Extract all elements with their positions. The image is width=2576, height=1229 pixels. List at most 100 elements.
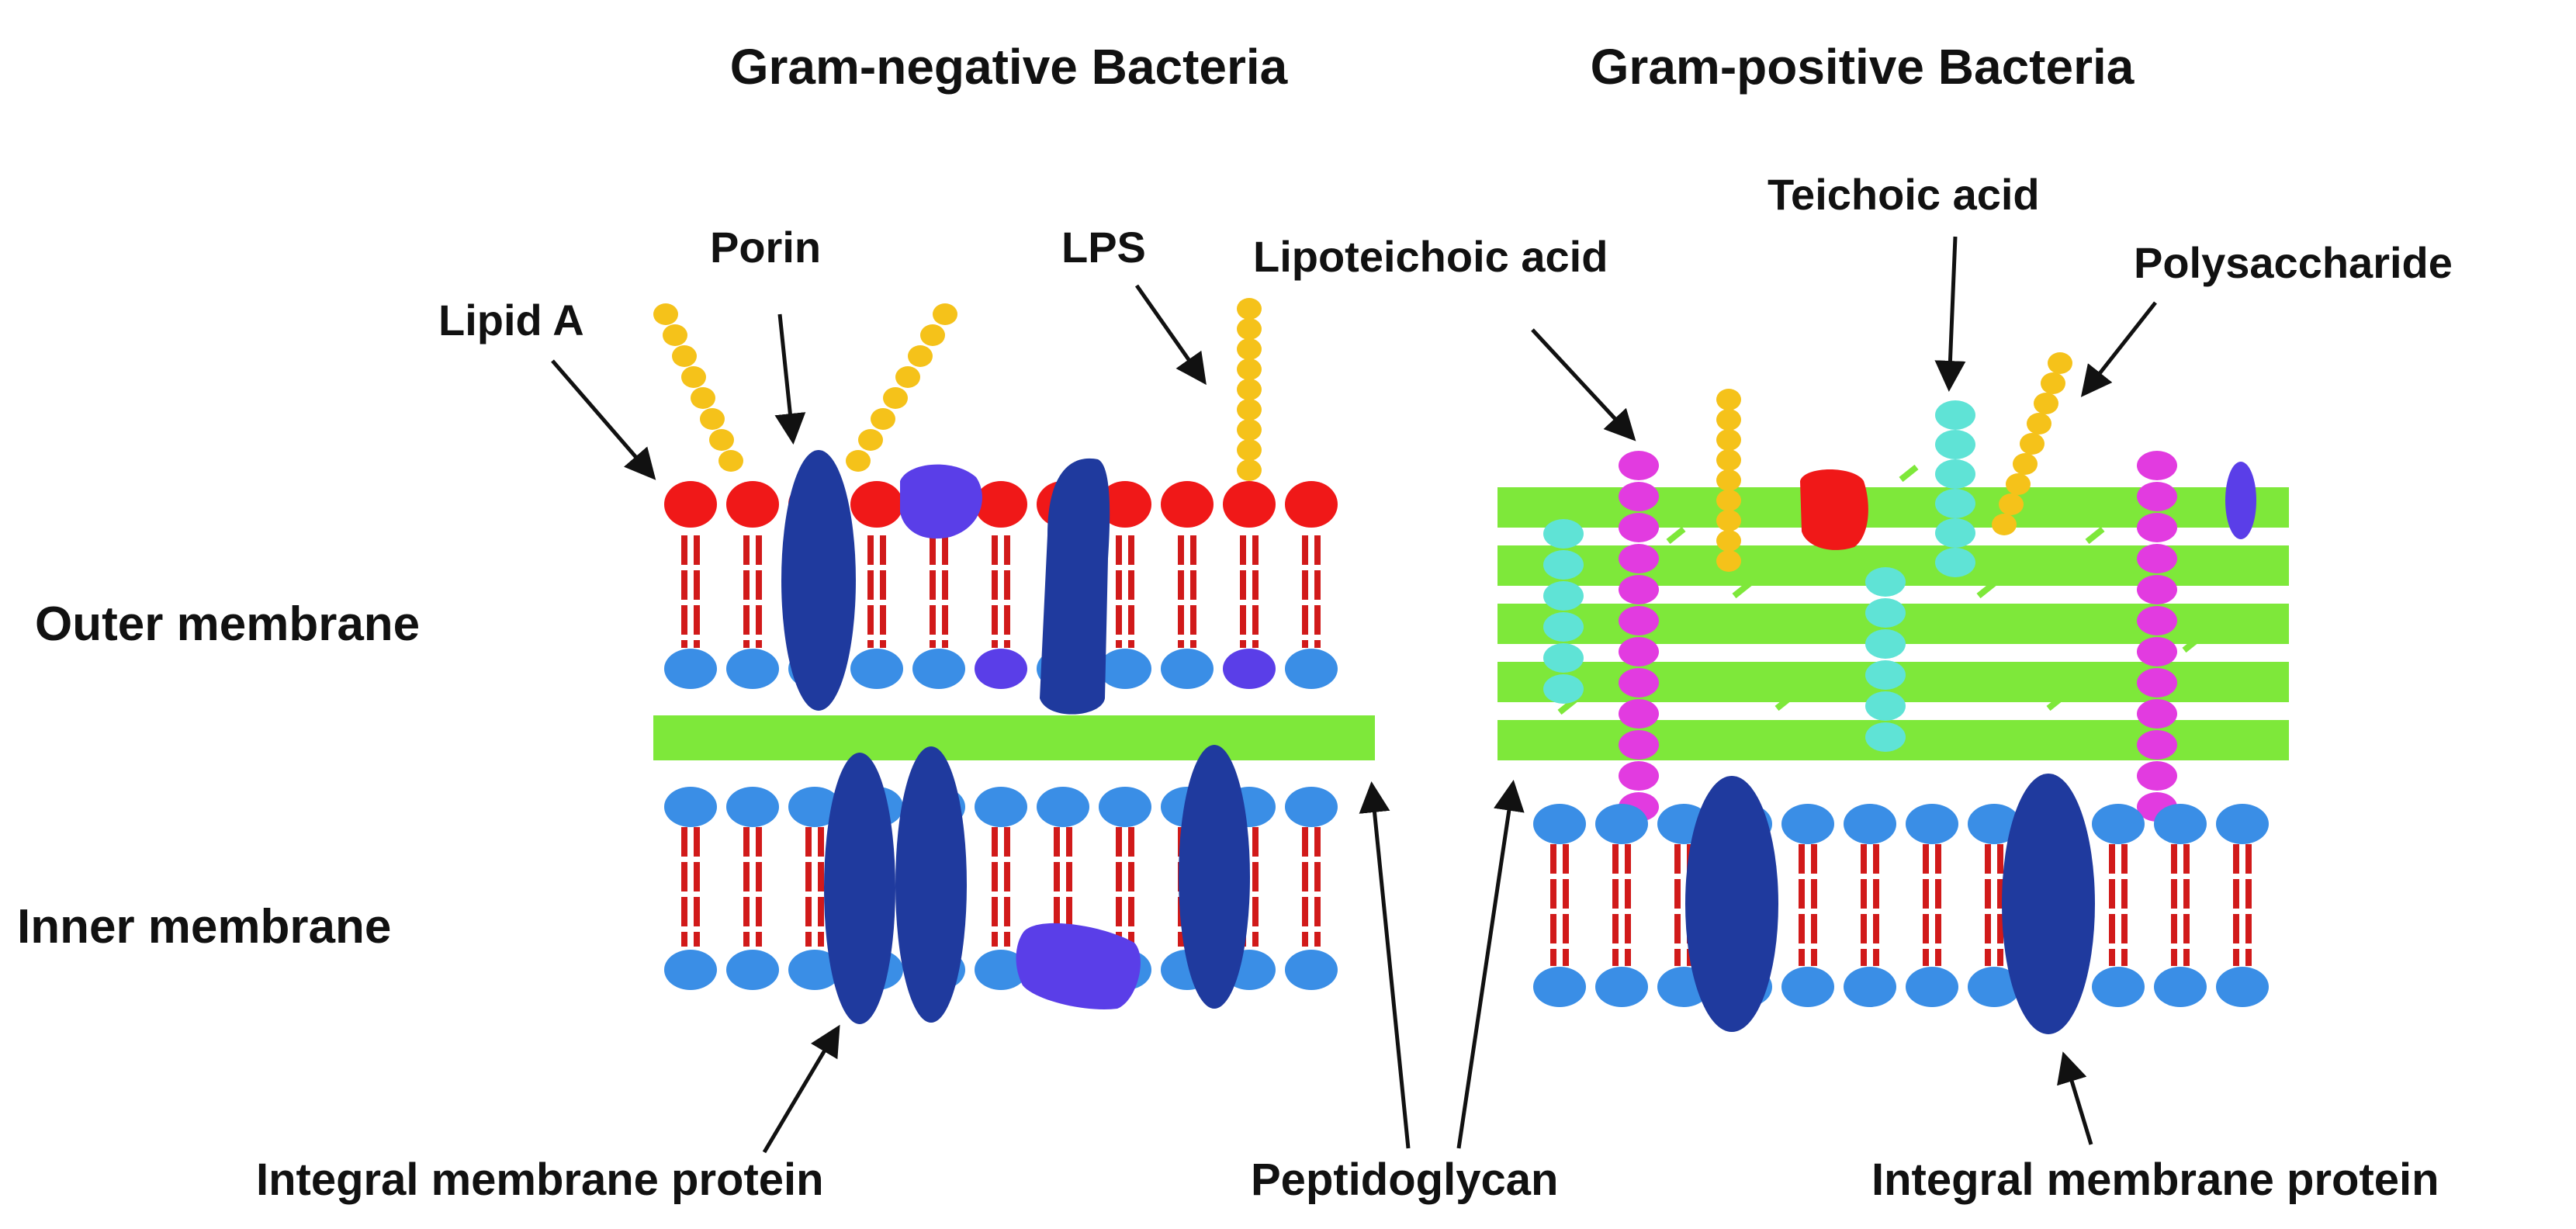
polysaccharide-bead (1716, 429, 1741, 451)
teichoic-bead (1543, 643, 1584, 673)
lps-sugar-bead (1237, 358, 1262, 380)
outer-membrane-label: Outer membrane (35, 597, 420, 651)
lps-sugar-bead (681, 366, 706, 388)
lipoteichoic-bead (2137, 637, 2177, 666)
phospholipid-head (2092, 967, 2145, 1007)
polysaccharide-bead (1999, 493, 2024, 515)
integral-membrane-protein-label-right: Integral membrane protein (1871, 1155, 2439, 1205)
teichoic-bead (1935, 430, 1975, 459)
integral-membrane-protein (1685, 776, 1778, 1032)
polysaccharide-arrow (2080, 301, 2157, 397)
lipid-a-head (1161, 481, 1214, 528)
peptide-crosslink (2182, 635, 2202, 653)
phospholipid-head (2216, 967, 2269, 1007)
phospholipid-head (1906, 967, 1958, 1007)
teichoic-acid-chains (1543, 400, 1975, 752)
lipoteichoic-acid-arrow (1531, 328, 1636, 441)
lipoteichoic-bead (2137, 575, 2177, 604)
lipoteichoic-bead (1619, 575, 1659, 604)
teichoic-bead (1865, 567, 1906, 597)
integral-membrane-protein (824, 753, 895, 1024)
phospholipid-head (2154, 804, 2207, 844)
polysaccharide-bead (1716, 469, 1741, 491)
lps-sugar-chains (653, 298, 1262, 481)
teichoic-bead (1865, 691, 1906, 721)
lps-sugar-bead (920, 324, 945, 346)
gram-negative-peptidoglycan-layer (653, 715, 1375, 760)
phospholipid-head (1223, 649, 1276, 689)
lps-sugar-bead (883, 387, 908, 409)
porin-label: Porin (710, 223, 821, 272)
lipoteichoic-bead (1619, 544, 1659, 573)
lps-sugar-bead (1237, 399, 1262, 421)
peptidoglycan-arrow-left (1359, 781, 1411, 1149)
lipoteichoic-bead (1619, 730, 1659, 760)
lipoteichoic-bead (1619, 668, 1659, 698)
polysaccharide-bead (1716, 409, 1741, 431)
integral-membrane-protein-label-left: Integral membrane protein (256, 1155, 824, 1205)
lps-label: LPS (1061, 223, 1146, 272)
lipid-a-head (664, 481, 717, 528)
phospholipid-head (2154, 967, 2207, 1007)
lipoteichoic-bead (2137, 482, 2177, 511)
lps-sugar-bead (718, 450, 743, 472)
teichoic-bead (1865, 629, 1906, 659)
polysaccharide-bead (1992, 514, 2017, 535)
peptide-crosslink (1732, 580, 1752, 599)
peptide-crosslink (1666, 526, 1686, 545)
phospholipid-head (1533, 804, 1586, 844)
phospholipid-head (1844, 804, 1896, 844)
phospholipid-head (1844, 967, 1896, 1007)
phospholipid-head (1781, 967, 1834, 1007)
teichoic-bead (1935, 548, 1975, 577)
teichoic-bead (1935, 489, 1975, 518)
peptide-crosslink (1899, 464, 1919, 483)
polysaccharide-label: Polysaccharide (2134, 238, 2453, 287)
teichoic-bead (1543, 674, 1584, 704)
phospholipid-head (1285, 950, 1338, 990)
phospholipid-head (1533, 967, 1586, 1007)
polysaccharide-bead (2034, 393, 2058, 414)
polysaccharide-bead (2027, 413, 2051, 434)
outer-membrane-bilayer (664, 481, 1338, 689)
polysaccharide-bead (1716, 550, 1741, 572)
lps-sugar-bead (1237, 318, 1262, 340)
lps-sugar-bead (858, 429, 883, 451)
phospholipid-head (975, 649, 1027, 689)
lps-sugar-bead (895, 366, 920, 388)
lipoteichoic-bead (2137, 761, 2177, 791)
gram-positive-membrane-bilayer (1533, 804, 2269, 1007)
phospholipid-head (1595, 804, 1648, 844)
lps-sugar-bead (700, 408, 725, 430)
integral-membrane-protein (2002, 774, 2095, 1034)
phospholipid-head (788, 787, 841, 827)
lipoteichoic-bead (2137, 513, 2177, 542)
teichoic-bead (1543, 612, 1584, 642)
lps-sugar-bead (1237, 439, 1262, 461)
lipid-a-head (1285, 481, 1338, 528)
peripheral-protein (1016, 923, 1141, 1009)
teichoic-bead (1935, 400, 1975, 430)
phospholipid-head (975, 950, 1027, 990)
teichoic-bead (1865, 598, 1906, 628)
lps-sugar-bead (1237, 338, 1262, 360)
peptide-crosslink (1774, 693, 1795, 711)
phospholipid-head (1161, 649, 1214, 689)
peptidoglycan-arrow-right (1456, 780, 1525, 1149)
lipid-a-head (726, 481, 779, 528)
surface-protein (1800, 469, 1868, 550)
lps-sugar-bead (871, 408, 895, 430)
phospholipid-head (664, 787, 717, 827)
phospholipid-head (726, 787, 779, 827)
gram-negative-heading: Gram-negative Bacteria (730, 39, 1288, 95)
integral-protein-left-arrow (762, 1024, 840, 1154)
peptide-crosslink (2085, 526, 2105, 545)
lipoteichoic-bead (2137, 730, 2177, 760)
phospholipid-head (1968, 967, 2020, 1007)
lipoteichoic-bead (1619, 513, 1659, 542)
polysaccharide-bead (1716, 510, 1741, 531)
phospholipid-head (664, 649, 717, 689)
lipoteichoic-bead (1619, 606, 1659, 635)
lps-sugar-bead (1237, 419, 1262, 441)
phospholipid-head (1595, 967, 1648, 1007)
